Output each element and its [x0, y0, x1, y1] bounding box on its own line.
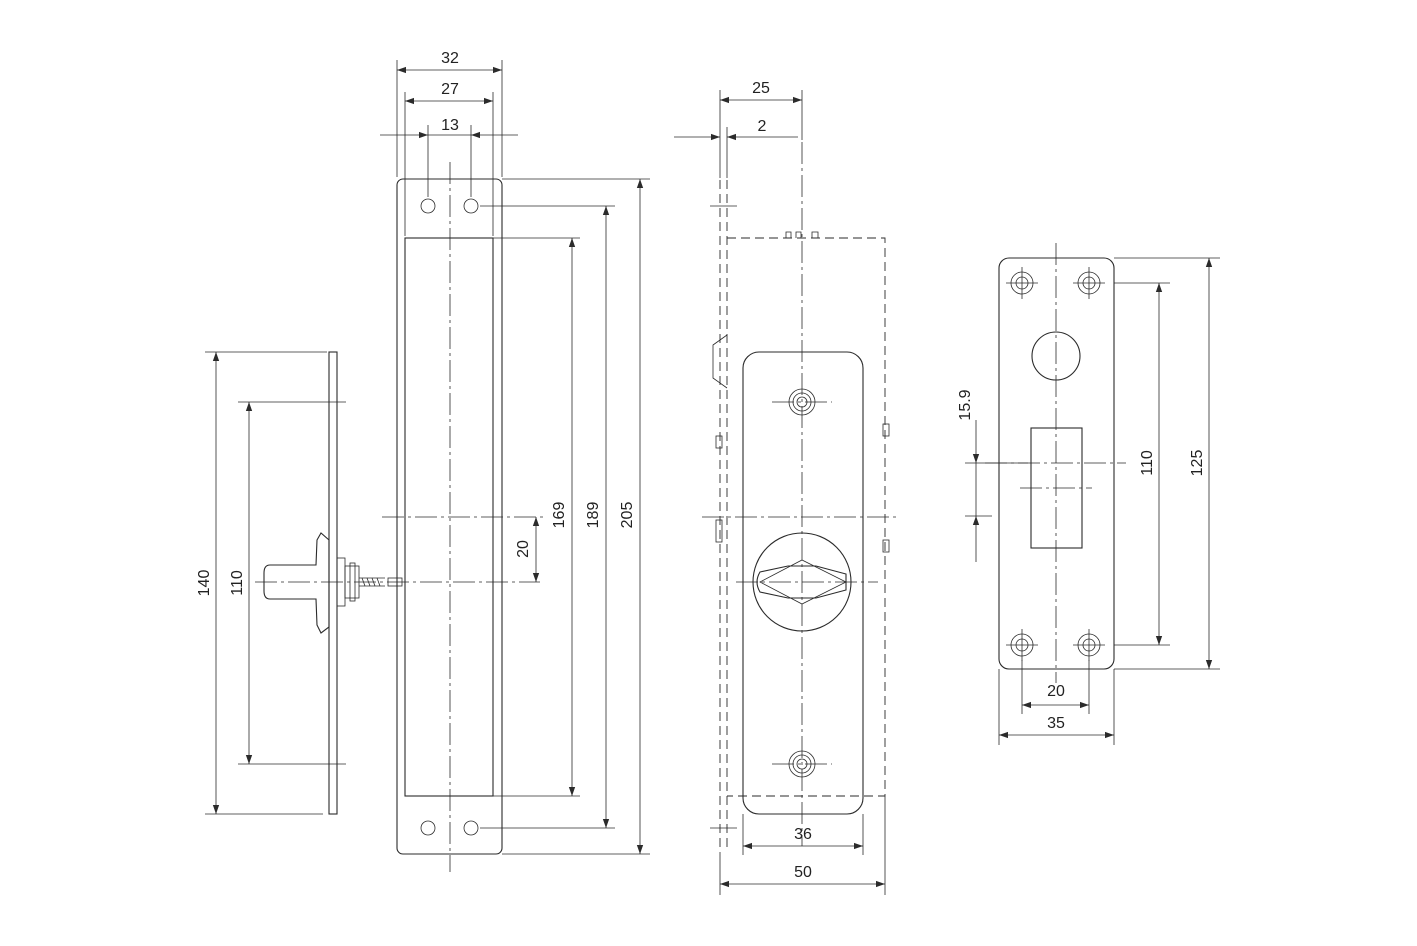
- dim-front-total-height: 205: [619, 502, 636, 529]
- dim-front-window-height: 169: [551, 502, 568, 529]
- dim-plate-thickness: 2: [758, 118, 767, 135]
- dim-front-hole-pitch: 189: [585, 502, 602, 529]
- strike-screw-holes: [1010, 271, 1101, 657]
- dim-side-plate-height: 140: [196, 570, 213, 597]
- dim-strike-hole-spacing: 110: [1139, 450, 1156, 476]
- strike-plate-view: 15.9 110 125 20 35: [957, 243, 1220, 745]
- strike-plate: [998, 257, 1115, 670]
- front-mount-holes: [420, 198, 479, 836]
- front-faceplate: [396, 178, 503, 855]
- dim-case-width: 50: [794, 864, 812, 881]
- escutcheon-plate: [742, 351, 864, 815]
- dim-case-depth: 25: [752, 80, 770, 97]
- dim-front-knob-offset: 20: [515, 540, 532, 558]
- case-view: 25 2 36 50: [674, 80, 898, 895]
- dim-strike-hole-width: 20: [1047, 683, 1065, 700]
- dim-escutcheon-width: 36: [794, 826, 812, 843]
- dim-front-hole-spacing: 13: [441, 117, 459, 134]
- dim-strike-offset: 15.9: [957, 389, 974, 420]
- dim-strike-width: 35: [1047, 715, 1065, 732]
- side-profile-view: 140 110: [196, 351, 540, 815]
- dim-strike-height: 125: [1189, 450, 1206, 477]
- dim-front-width-inner: 27: [441, 81, 459, 98]
- front-view: 32 27 13 20 169 189 205: [380, 50, 650, 872]
- dim-side-hole-spacing: 110: [229, 570, 246, 596]
- dim-front-width-outer: 32: [441, 50, 459, 67]
- turn-knob-profile: [263, 532, 330, 634]
- side-plate: [328, 351, 338, 815]
